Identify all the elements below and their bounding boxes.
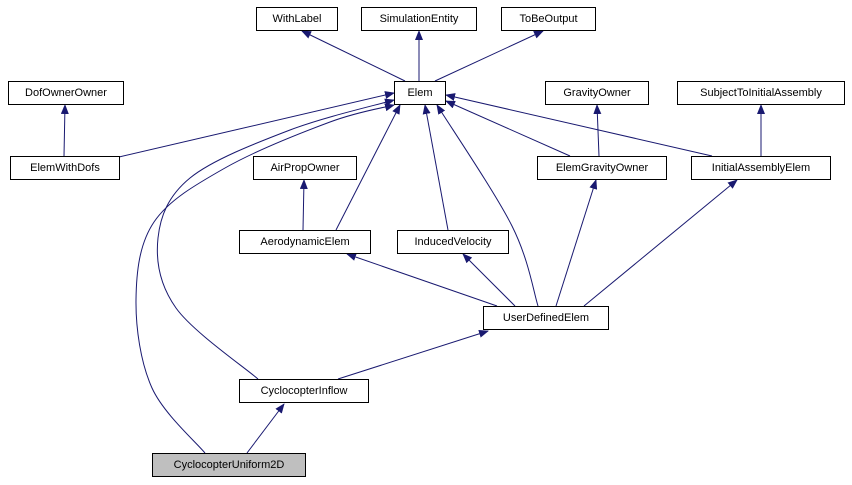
edge-Elem-to-WithLabel bbox=[301, 30, 406, 82]
edge-CyclocopterUniform2D-to-Elem bbox=[135, 103, 395, 454]
node-UserDefinedElem[interactable]: UserDefinedElem bbox=[483, 306, 609, 330]
edge-UserDefinedElem-to-AerodynamicElem bbox=[346, 253, 498, 307]
edge-ElemWithDofs-to-DofOwnerOwner bbox=[60, 104, 69, 157]
edge-CyclocopterInflow-to-Elem bbox=[156, 98, 395, 380]
node-CyclocopterUniform2D: CyclocopterUniform2D bbox=[152, 453, 306, 477]
node-DofOwnerOwner[interactable]: DofOwnerOwner bbox=[8, 81, 124, 105]
node-ElemGravityOwner[interactable]: ElemGravityOwner bbox=[537, 156, 667, 180]
edge-UserDefinedElem-to-Elem bbox=[436, 104, 539, 307]
node-ToBeOutput[interactable]: ToBeOutput bbox=[501, 7, 596, 31]
edge-UserDefinedElem-to-ElemGravityOwner bbox=[555, 179, 598, 307]
edge-CyclocopterUniform2D-to-CyclocopterInflow bbox=[246, 403, 285, 454]
node-GravityOwner[interactable]: GravityOwner bbox=[545, 81, 649, 105]
node-CyclocopterInflow[interactable]: CyclocopterInflow bbox=[239, 379, 369, 403]
node-Elem[interactable]: Elem bbox=[394, 81, 446, 105]
edge-AerodynamicElem-to-Elem bbox=[335, 104, 401, 231]
node-SimulationEntity[interactable]: SimulationEntity bbox=[361, 7, 477, 31]
node-WithLabel[interactable]: WithLabel bbox=[256, 7, 338, 31]
node-AerodynamicElem[interactable]: AerodynamicElem bbox=[239, 230, 371, 254]
node-InducedVelocity[interactable]: InducedVelocity bbox=[397, 230, 509, 254]
node-ElemWithDofs[interactable]: ElemWithDofs bbox=[10, 156, 120, 180]
edge-UserDefinedElem-to-InducedVelocity bbox=[462, 253, 516, 307]
edge-AerodynamicElem-to-AirPropOwner bbox=[299, 179, 308, 231]
edge-ElemWithDofs-to-Elem bbox=[118, 91, 395, 158]
edge-Elem-to-ToBeOutput bbox=[434, 30, 544, 82]
edge-ElemGravityOwner-to-GravityOwner bbox=[593, 104, 602, 157]
edge-ElemGravityOwner-to-Elem bbox=[445, 100, 571, 157]
node-AirPropOwner[interactable]: AirPropOwner bbox=[253, 156, 357, 180]
edge-InducedVelocity-to-Elem bbox=[422, 104, 449, 231]
edge-InitialAssemblyElem-to-Elem bbox=[445, 93, 713, 157]
edge-UserDefinedElem-to-InitialAssemblyElem bbox=[583, 179, 738, 307]
edge-CyclocopterInflow-to-UserDefinedElem bbox=[337, 329, 489, 380]
node-InitialAssemblyElem[interactable]: InitialAssemblyElem bbox=[691, 156, 831, 180]
node-SubjectToInitialAssembly[interactable]: SubjectToInitialAssembly bbox=[677, 81, 845, 105]
